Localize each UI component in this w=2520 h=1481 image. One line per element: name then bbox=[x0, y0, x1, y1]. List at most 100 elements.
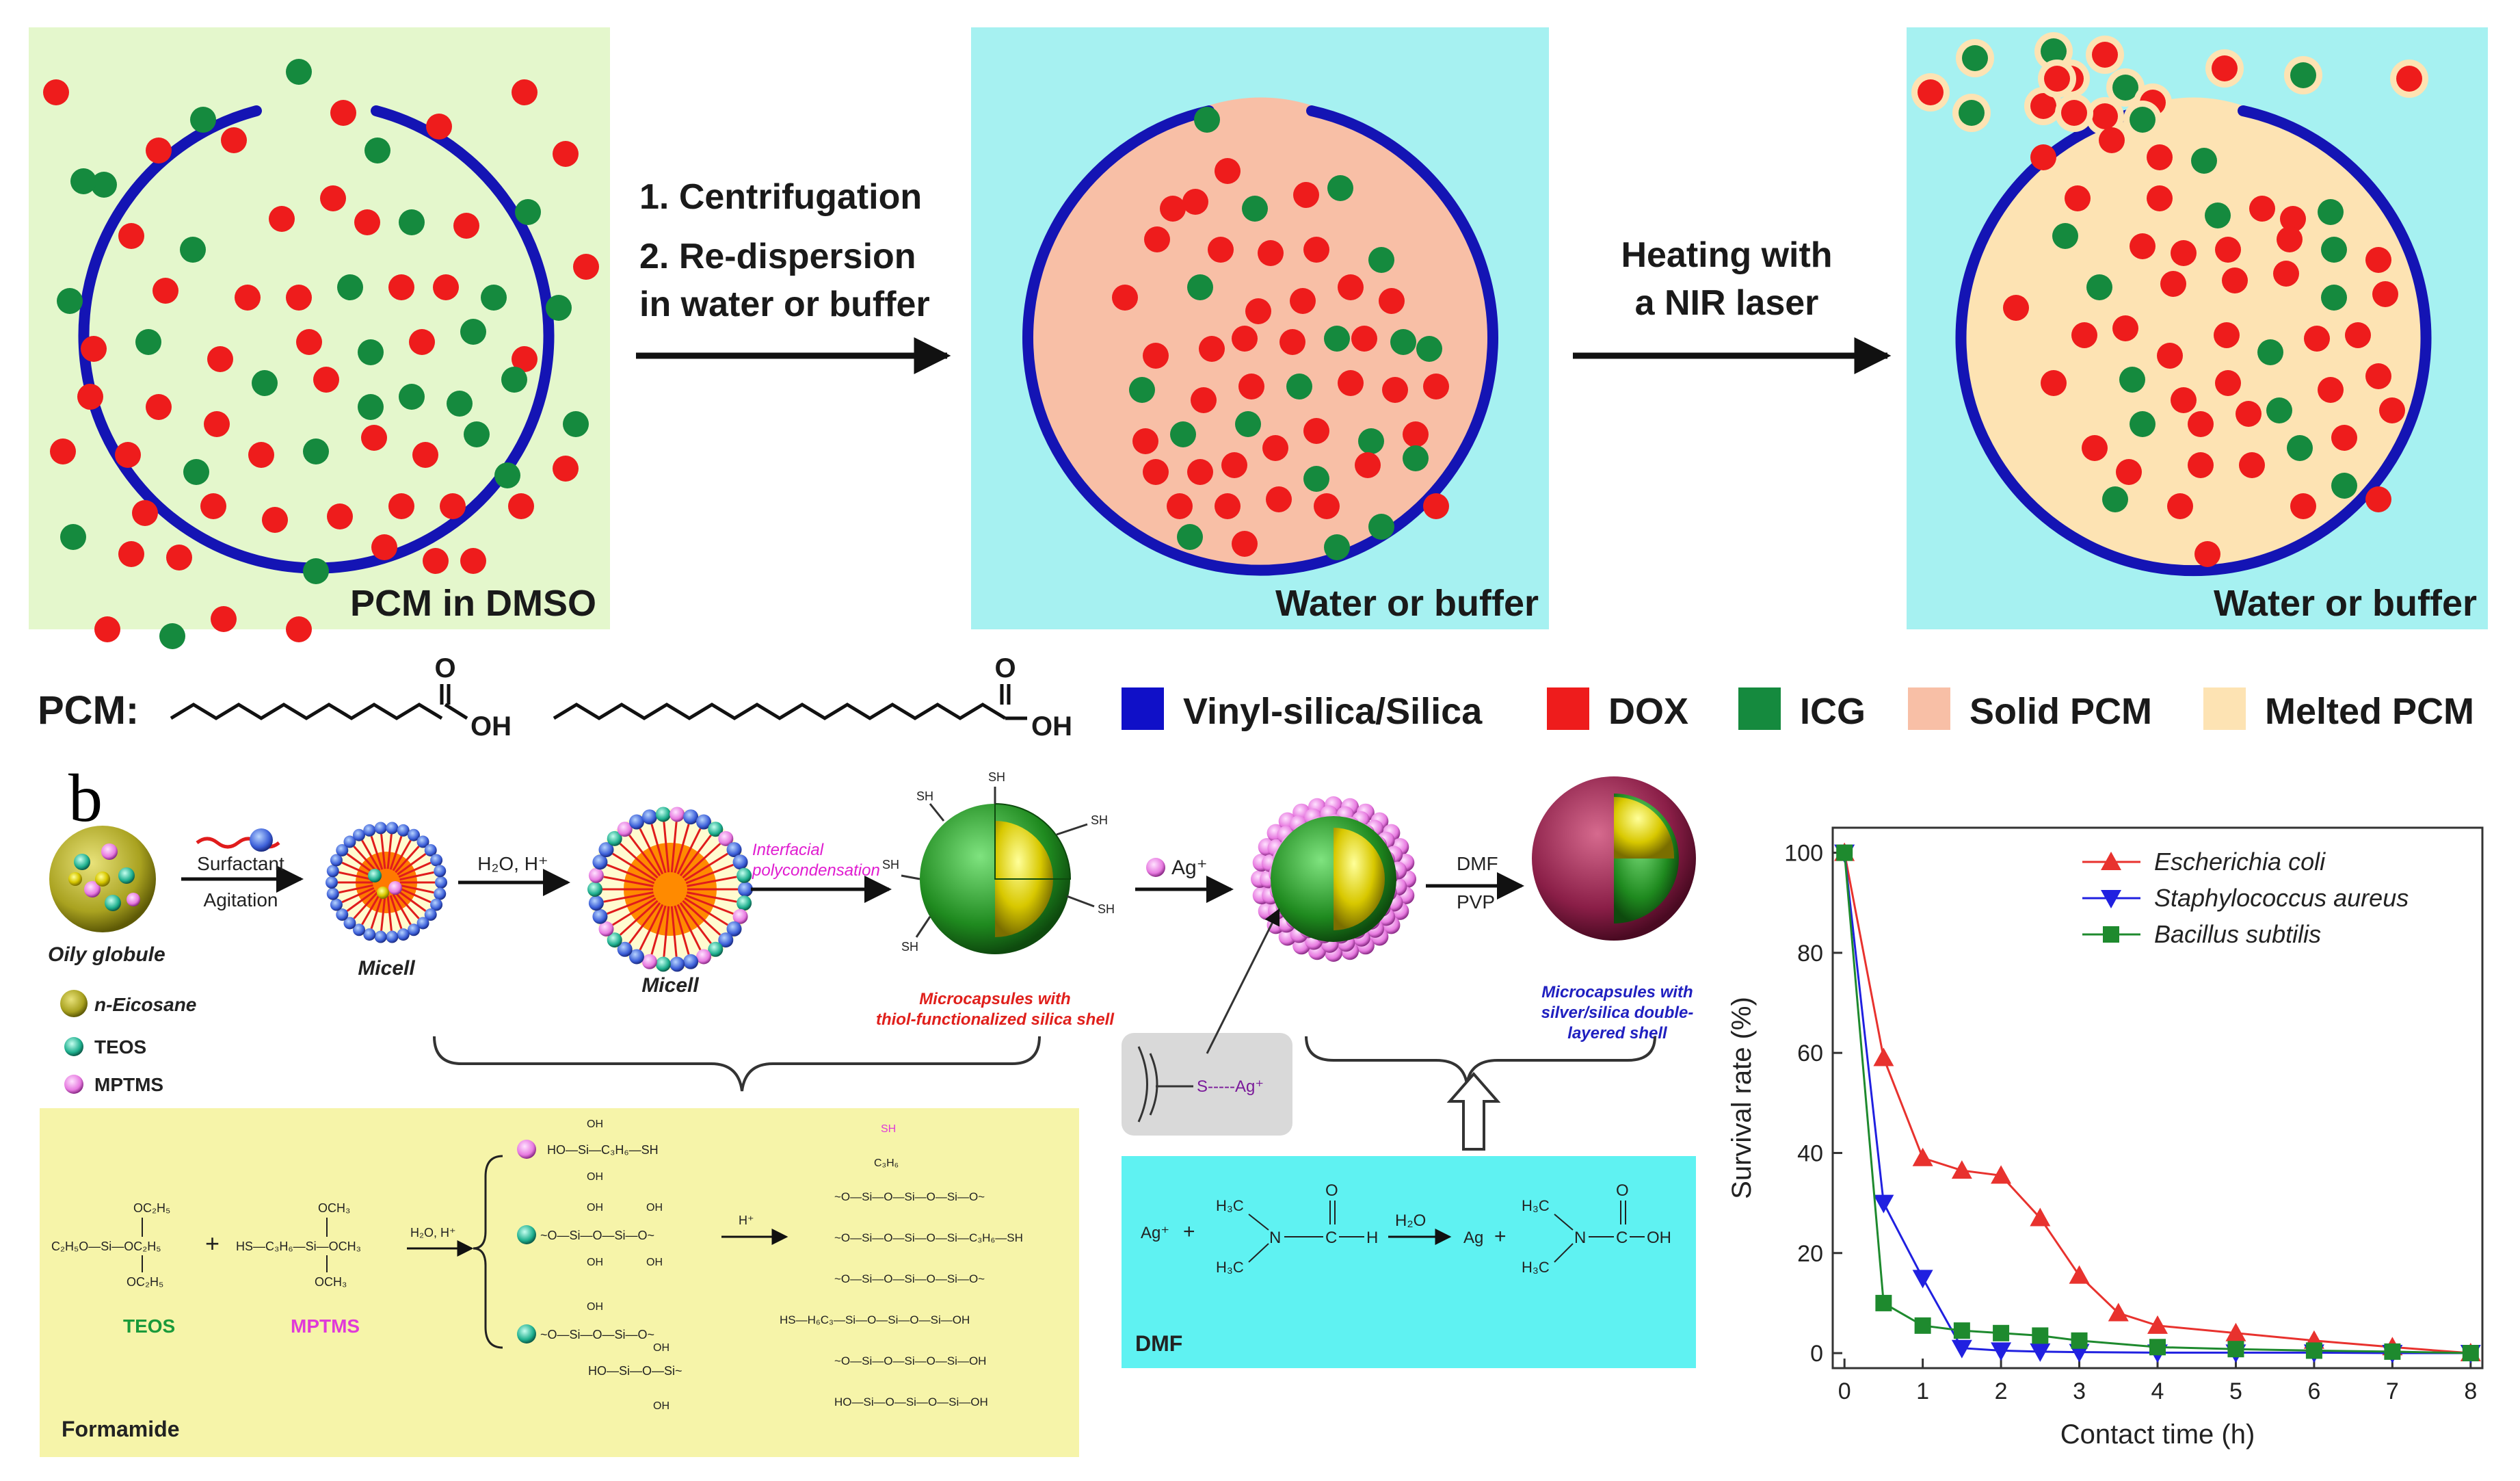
svg-text:SH: SH bbox=[881, 1123, 896, 1135]
y-tick-label: 100 bbox=[1784, 841, 1823, 867]
svg-text:+: + bbox=[205, 1229, 220, 1257]
thiol-microcapsule bbox=[920, 802, 1072, 954]
svg-text:HS—C₃H₆—Si—OCH₃: HS—C₃H₆—Si—OCH₃ bbox=[236, 1240, 361, 1253]
formamide-reaction-box bbox=[40, 1108, 1079, 1457]
chart-ylabel: Survival rate (%) bbox=[1727, 997, 1757, 1199]
svg-text:OH: OH bbox=[646, 1202, 663, 1214]
svg-text:Ag⁺: Ag⁺ bbox=[1141, 1224, 1169, 1242]
data-point bbox=[1914, 1317, 1931, 1334]
svg-text:OCH₃: OCH₃ bbox=[318, 1201, 350, 1215]
surfactant-label: Surfactant bbox=[197, 853, 284, 874]
svg-text:OCH₃: OCH₃ bbox=[315, 1275, 347, 1289]
legend-series-name: Staphylococcus aureus bbox=[2154, 884, 2409, 912]
panel-a-legend: Vinyl-silica/Silica DOX ICG Solid PCM Me… bbox=[1122, 687, 2474, 732]
svg-text:~O—Si—O—Si—O—Si—O~: ~O—Si—O—Si—O—Si—O~ bbox=[834, 1190, 985, 1203]
box2-caption: Water or buffer bbox=[1275, 583, 1539, 624]
x-tick-label: 6 bbox=[2307, 1378, 2320, 1404]
agitation-label: Agitation bbox=[204, 889, 278, 910]
pcm-molecule-1: O OH bbox=[170, 653, 512, 742]
svg-text:C₂H₅O—Si—OC₂H₅: C₂H₅O—Si—OC₂H₅ bbox=[51, 1240, 161, 1253]
teos-structure-name: TEOS bbox=[123, 1315, 175, 1337]
right-brace bbox=[1305, 1036, 1656, 1085]
svg-text:H: H bbox=[1366, 1229, 1378, 1247]
pcm1-o-label: O bbox=[434, 653, 455, 683]
svg-text:H₃C: H₃C bbox=[1216, 1197, 1244, 1214]
svg-text:OH: OH bbox=[646, 1257, 663, 1268]
formamide-reaction-scheme: OC₂H₅ C₂H₅O—Si—OC₂H₅ OC₂H₅ TEOS + OCH₃ H… bbox=[51, 1118, 1023, 1412]
svg-text:HO—Si—C₃H₆—SH: HO—Si—C₃H₆—SH bbox=[547, 1143, 659, 1157]
step1-line2: 2. Re-dispersion bbox=[639, 237, 916, 276]
legend-label-solid-pcm: Solid PCM bbox=[1969, 691, 2152, 732]
pcm2-oh-label: OH bbox=[1031, 711, 1072, 742]
svg-text:OH: OH bbox=[587, 1202, 603, 1214]
svg-text:~O—Si—O—Si—O~: ~O—Si—O—Si—O~ bbox=[540, 1328, 654, 1341]
svg-text:O: O bbox=[1325, 1181, 1338, 1200]
data-point bbox=[2225, 1322, 2246, 1341]
data-point bbox=[2071, 1332, 2088, 1349]
svg-text:SH: SH bbox=[1098, 902, 1115, 916]
legend-series-name: Bacillus subtilis bbox=[2154, 920, 2321, 948]
data-point bbox=[2108, 1302, 2129, 1322]
legend-swatch-icg bbox=[1738, 687, 1781, 730]
data-point bbox=[2462, 1345, 2479, 1362]
x-tick-label: 4 bbox=[2151, 1378, 2164, 1404]
svg-text:OC₂H₅: OC₂H₅ bbox=[133, 1201, 170, 1215]
x-tick-label: 7 bbox=[2386, 1378, 2399, 1404]
svg-text:SH: SH bbox=[901, 940, 918, 954]
pcm-label: PCM: bbox=[38, 688, 139, 733]
svg-text:H₃C: H₃C bbox=[1216, 1259, 1244, 1276]
silver-caption-1: Microcapsules with bbox=[1541, 983, 1693, 1001]
silver-caption-2: silver/silica double- bbox=[1541, 1004, 1694, 1022]
panel-a: a PCM in DMSO 1. Centrifugation 2. Re-di… bbox=[29, 12, 2488, 742]
interfacial-label-2: polycondensation bbox=[752, 861, 880, 880]
thiol-caption-1: Microcapsules with bbox=[919, 990, 1070, 1008]
dmf-reaction-box bbox=[1122, 1156, 1696, 1368]
svg-text:~O—Si—O—Si—O~: ~O—Si—O—Si—O~ bbox=[540, 1229, 654, 1242]
chart-series bbox=[1834, 842, 2481, 1364]
svg-text:SH: SH bbox=[882, 858, 899, 871]
h2o-label-1: H₂O, H⁺ bbox=[477, 853, 548, 874]
legend-marker bbox=[2101, 890, 2121, 908]
box3-caption: Water or buffer bbox=[2214, 583, 2477, 624]
box1-background bbox=[29, 27, 610, 629]
box3-shell bbox=[1955, 105, 2432, 577]
step1-line3: in water or buffer bbox=[639, 285, 930, 324]
ag-ion-icon bbox=[1146, 858, 1165, 877]
legend-label-icg: ICG bbox=[1800, 691, 1866, 732]
svg-text:H₃C: H₃C bbox=[1522, 1197, 1550, 1214]
legend-label-melted-pcm: Melted PCM bbox=[2265, 691, 2474, 732]
svg-text:~O—Si—O—Si—O—Si—O~: ~O—Si—O—Si—O—Si—O~ bbox=[834, 1272, 985, 1285]
y-tick-label: 20 bbox=[1797, 1241, 1823, 1267]
svg-text:H⁺: H⁺ bbox=[739, 1214, 754, 1227]
svg-text:H₂O, H⁺: H₂O, H⁺ bbox=[410, 1226, 456, 1240]
svg-text:OH: OH bbox=[653, 1400, 669, 1412]
surfactant-head bbox=[250, 828, 273, 852]
thiol-sh-groups: SH SH SH SH SH SH bbox=[882, 770, 1115, 954]
svg-text:+: + bbox=[1183, 1220, 1195, 1243]
interfacial-label-1: Interfacial bbox=[752, 841, 824, 859]
series-2 bbox=[1836, 844, 2479, 1362]
x-tick-label: 2 bbox=[1995, 1378, 2008, 1404]
svg-text:SH: SH bbox=[916, 789, 933, 803]
legend-series-name: Escherichia coli bbox=[2154, 848, 2326, 876]
data-point bbox=[1991, 1165, 2012, 1184]
silver-caption-3: layered shell bbox=[1567, 1024, 1668, 1043]
s-ag-box bbox=[1122, 1033, 1292, 1136]
data-point bbox=[1951, 1160, 1972, 1179]
step2-line1: Heating with bbox=[1621, 235, 1832, 275]
data-point bbox=[2305, 1342, 2322, 1359]
svg-text:OC₂H₅: OC₂H₅ bbox=[127, 1275, 163, 1289]
oily-globule-inclusions bbox=[68, 843, 140, 911]
micell-2-label: Micell bbox=[641, 974, 699, 997]
micell-1 bbox=[326, 822, 447, 943]
legend-marker bbox=[2101, 852, 2121, 870]
y-tick-label: 80 bbox=[1797, 941, 1823, 967]
data-point bbox=[1873, 1194, 1894, 1214]
dmf-h2o-label: H₂O bbox=[1395, 1211, 1426, 1230]
legend-marker bbox=[2103, 926, 2119, 943]
s-ag-surface bbox=[1137, 1046, 1148, 1123]
step1-line1: 1. Centrifugation bbox=[639, 177, 922, 217]
svg-text:HO—Si—O—Si~: HO—Si—O—Si~ bbox=[588, 1364, 682, 1378]
